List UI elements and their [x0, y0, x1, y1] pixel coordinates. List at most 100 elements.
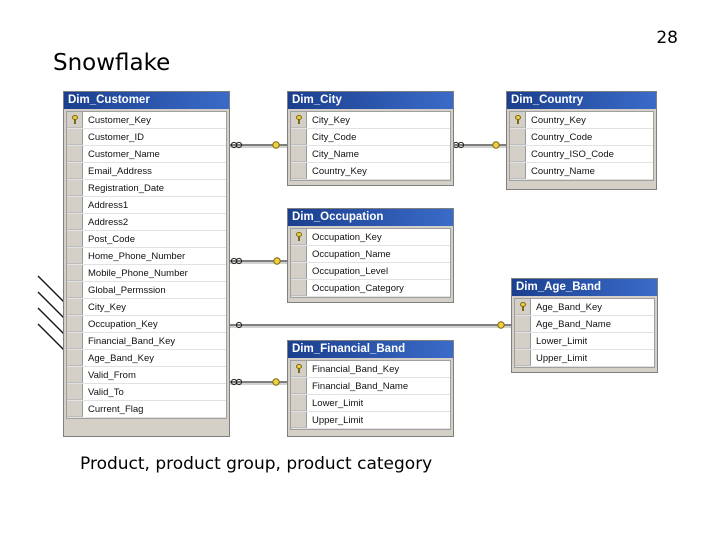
row-selector[interactable]: [510, 112, 526, 128]
column-row[interactable]: Email_Address: [67, 163, 226, 180]
column-row[interactable]: Country_Code: [510, 129, 653, 146]
row-selector[interactable]: [291, 229, 307, 245]
many-end-icon: [230, 378, 243, 386]
slide-title: Snowflake: [53, 50, 171, 76]
column-name: Occupation_Name: [312, 248, 391, 260]
column-name: Age_Band_Key: [536, 301, 603, 313]
column-row[interactable]: Customer_ID: [67, 129, 226, 146]
column-row[interactable]: Customer_Key: [67, 112, 226, 129]
row-selector[interactable]: [510, 146, 526, 162]
column-row[interactable]: Lower_Limit: [515, 333, 654, 350]
column-name: Age_Band_Key: [88, 352, 155, 364]
column-row[interactable]: Country_ISO_Code: [510, 146, 653, 163]
row-selector[interactable]: [291, 163, 307, 179]
column-name: City_Key: [312, 114, 351, 126]
row-selector[interactable]: [67, 180, 83, 196]
column-row[interactable]: Customer_Name: [67, 146, 226, 163]
row-selector[interactable]: [67, 163, 83, 179]
column-name: Customer_ID: [88, 131, 144, 143]
column-row[interactable]: Registration_Date: [67, 180, 226, 197]
row-selector[interactable]: [67, 367, 83, 383]
row-selector[interactable]: [67, 214, 83, 230]
row-selector[interactable]: [67, 401, 83, 417]
slide-number: 28: [656, 28, 678, 48]
row-selector[interactable]: [515, 316, 531, 332]
column-name: Upper_Limit: [536, 352, 588, 364]
row-selector[interactable]: [291, 112, 307, 128]
column-row[interactable]: Age_Band_Name: [515, 316, 654, 333]
row-selector[interactable]: [515, 333, 531, 349]
column-row[interactable]: Occupation_Key: [291, 229, 450, 246]
row-selector[interactable]: [510, 163, 526, 179]
column-row[interactable]: Age_Band_Key: [515, 299, 654, 316]
column-name: Occupation_Key: [312, 231, 382, 243]
column-row[interactable]: Valid_From: [67, 367, 226, 384]
column-row[interactable]: Country_Name: [510, 163, 653, 180]
column-row[interactable]: Address1: [67, 197, 226, 214]
row-selector[interactable]: [67, 129, 83, 145]
column-row[interactable]: Address2: [67, 214, 226, 231]
column-row[interactable]: Age_Band_Key: [67, 350, 226, 367]
row-selector[interactable]: [67, 248, 83, 264]
column-row[interactable]: City_Key: [67, 299, 226, 316]
row-selector[interactable]: [67, 112, 83, 128]
row-selector[interactable]: [291, 412, 307, 428]
row-selector[interactable]: [291, 146, 307, 162]
column-name: Mobile_Phone_Number: [88, 267, 188, 279]
row-selector[interactable]: [67, 231, 83, 247]
column-row[interactable]: Occupation_Level: [291, 263, 450, 280]
column-name: Customer_Key: [88, 114, 151, 126]
column-row[interactable]: Country_Key: [291, 163, 450, 180]
column-row[interactable]: Upper_Limit: [291, 412, 450, 429]
row-selector[interactable]: [510, 129, 526, 145]
column-row[interactable]: Occupation_Name: [291, 246, 450, 263]
row-selector[interactable]: [291, 361, 307, 377]
row-selector[interactable]: [67, 282, 83, 298]
column-row[interactable]: Financial_Band_Key: [291, 361, 450, 378]
row-selector[interactable]: [291, 378, 307, 394]
row-selector[interactable]: [67, 333, 83, 349]
column-row[interactable]: City_Code: [291, 129, 450, 146]
row-selector[interactable]: [67, 350, 83, 366]
row-selector[interactable]: [291, 246, 307, 262]
column-row[interactable]: Post_Code: [67, 231, 226, 248]
key-end-icon: [272, 141, 280, 149]
row-selector[interactable]: [515, 299, 531, 315]
column-row[interactable]: Country_Key: [510, 112, 653, 129]
primary-key-icon: [295, 115, 302, 124]
column-row[interactable]: Mobile_Phone_Number: [67, 265, 226, 282]
column-row[interactable]: Upper_Limit: [515, 350, 654, 367]
column-name: City_Key: [88, 301, 127, 313]
column-row[interactable]: City_Key: [291, 112, 450, 129]
column-row[interactable]: Home_Phone_Number: [67, 248, 226, 265]
row-selector[interactable]: [515, 350, 531, 366]
row-selector[interactable]: [291, 395, 307, 411]
column-row[interactable]: Occupation_Category: [291, 280, 450, 297]
column-row[interactable]: Financial_Band_Name: [291, 378, 450, 395]
row-selector[interactable]: [67, 299, 83, 315]
row-selector[interactable]: [291, 263, 307, 279]
row-selector[interactable]: [67, 146, 83, 162]
column-row[interactable]: Occupation_Key: [67, 316, 226, 333]
column-name: Country_ISO_Code: [531, 148, 614, 160]
row-selector[interactable]: [291, 129, 307, 145]
row-selector[interactable]: [67, 384, 83, 400]
row-selector[interactable]: [67, 265, 83, 281]
column-row[interactable]: City_Name: [291, 146, 450, 163]
column-name: City_Code: [312, 131, 357, 143]
column-row[interactable]: Valid_To: [67, 384, 226, 401]
column-row[interactable]: Global_Permssion: [67, 282, 226, 299]
row-selector[interactable]: [67, 197, 83, 213]
row-selector[interactable]: [291, 280, 307, 296]
column-row[interactable]: Current_Flag: [67, 401, 226, 418]
column-row[interactable]: Financial_Band_Key: [67, 333, 226, 350]
row-selector[interactable]: [67, 316, 83, 332]
column-row[interactable]: Lower_Limit: [291, 395, 450, 412]
